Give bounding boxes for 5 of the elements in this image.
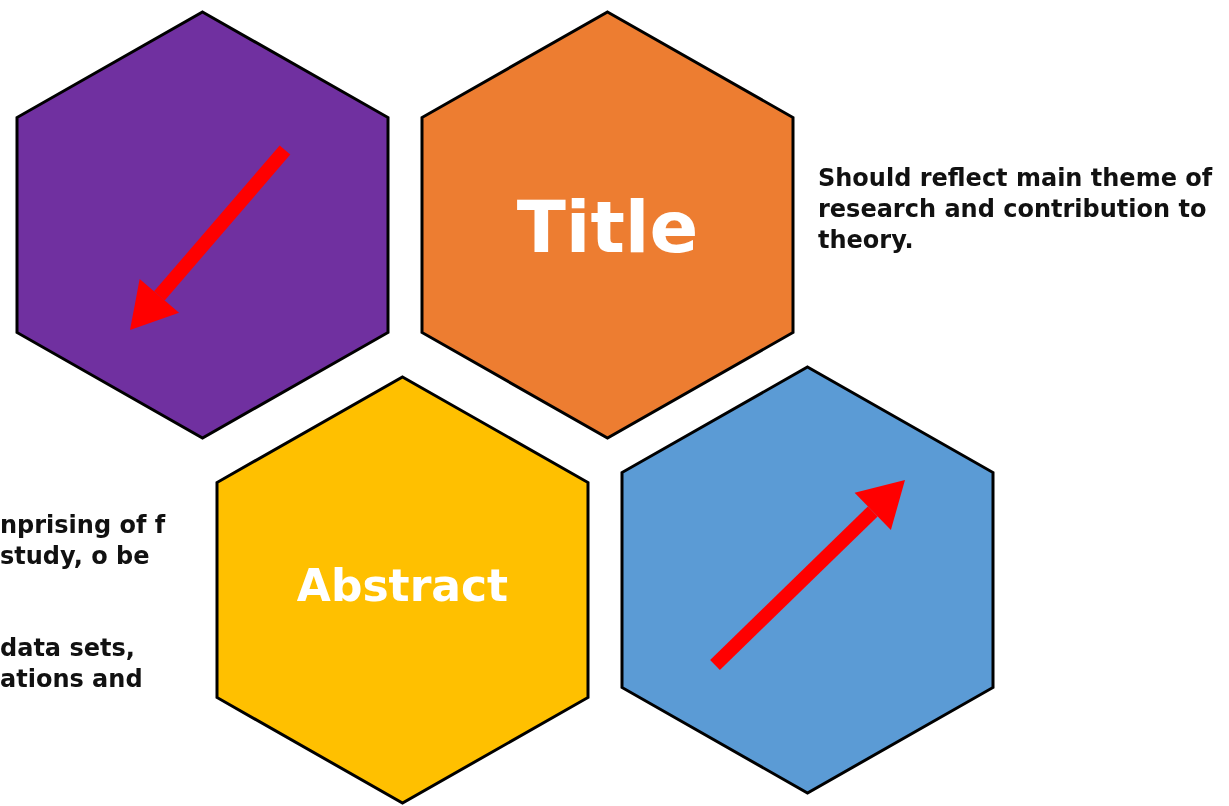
hexagon-title: Title bbox=[515, 185, 700, 269]
hexagon-title: Abstract bbox=[295, 560, 510, 611]
description-text: data sets, ations and bbox=[0, 633, 144, 695]
description-text: Should reflect main theme of research and contribution to theory. bbox=[818, 163, 1214, 256]
description-text: nprising of f study, o be bbox=[0, 510, 167, 572]
